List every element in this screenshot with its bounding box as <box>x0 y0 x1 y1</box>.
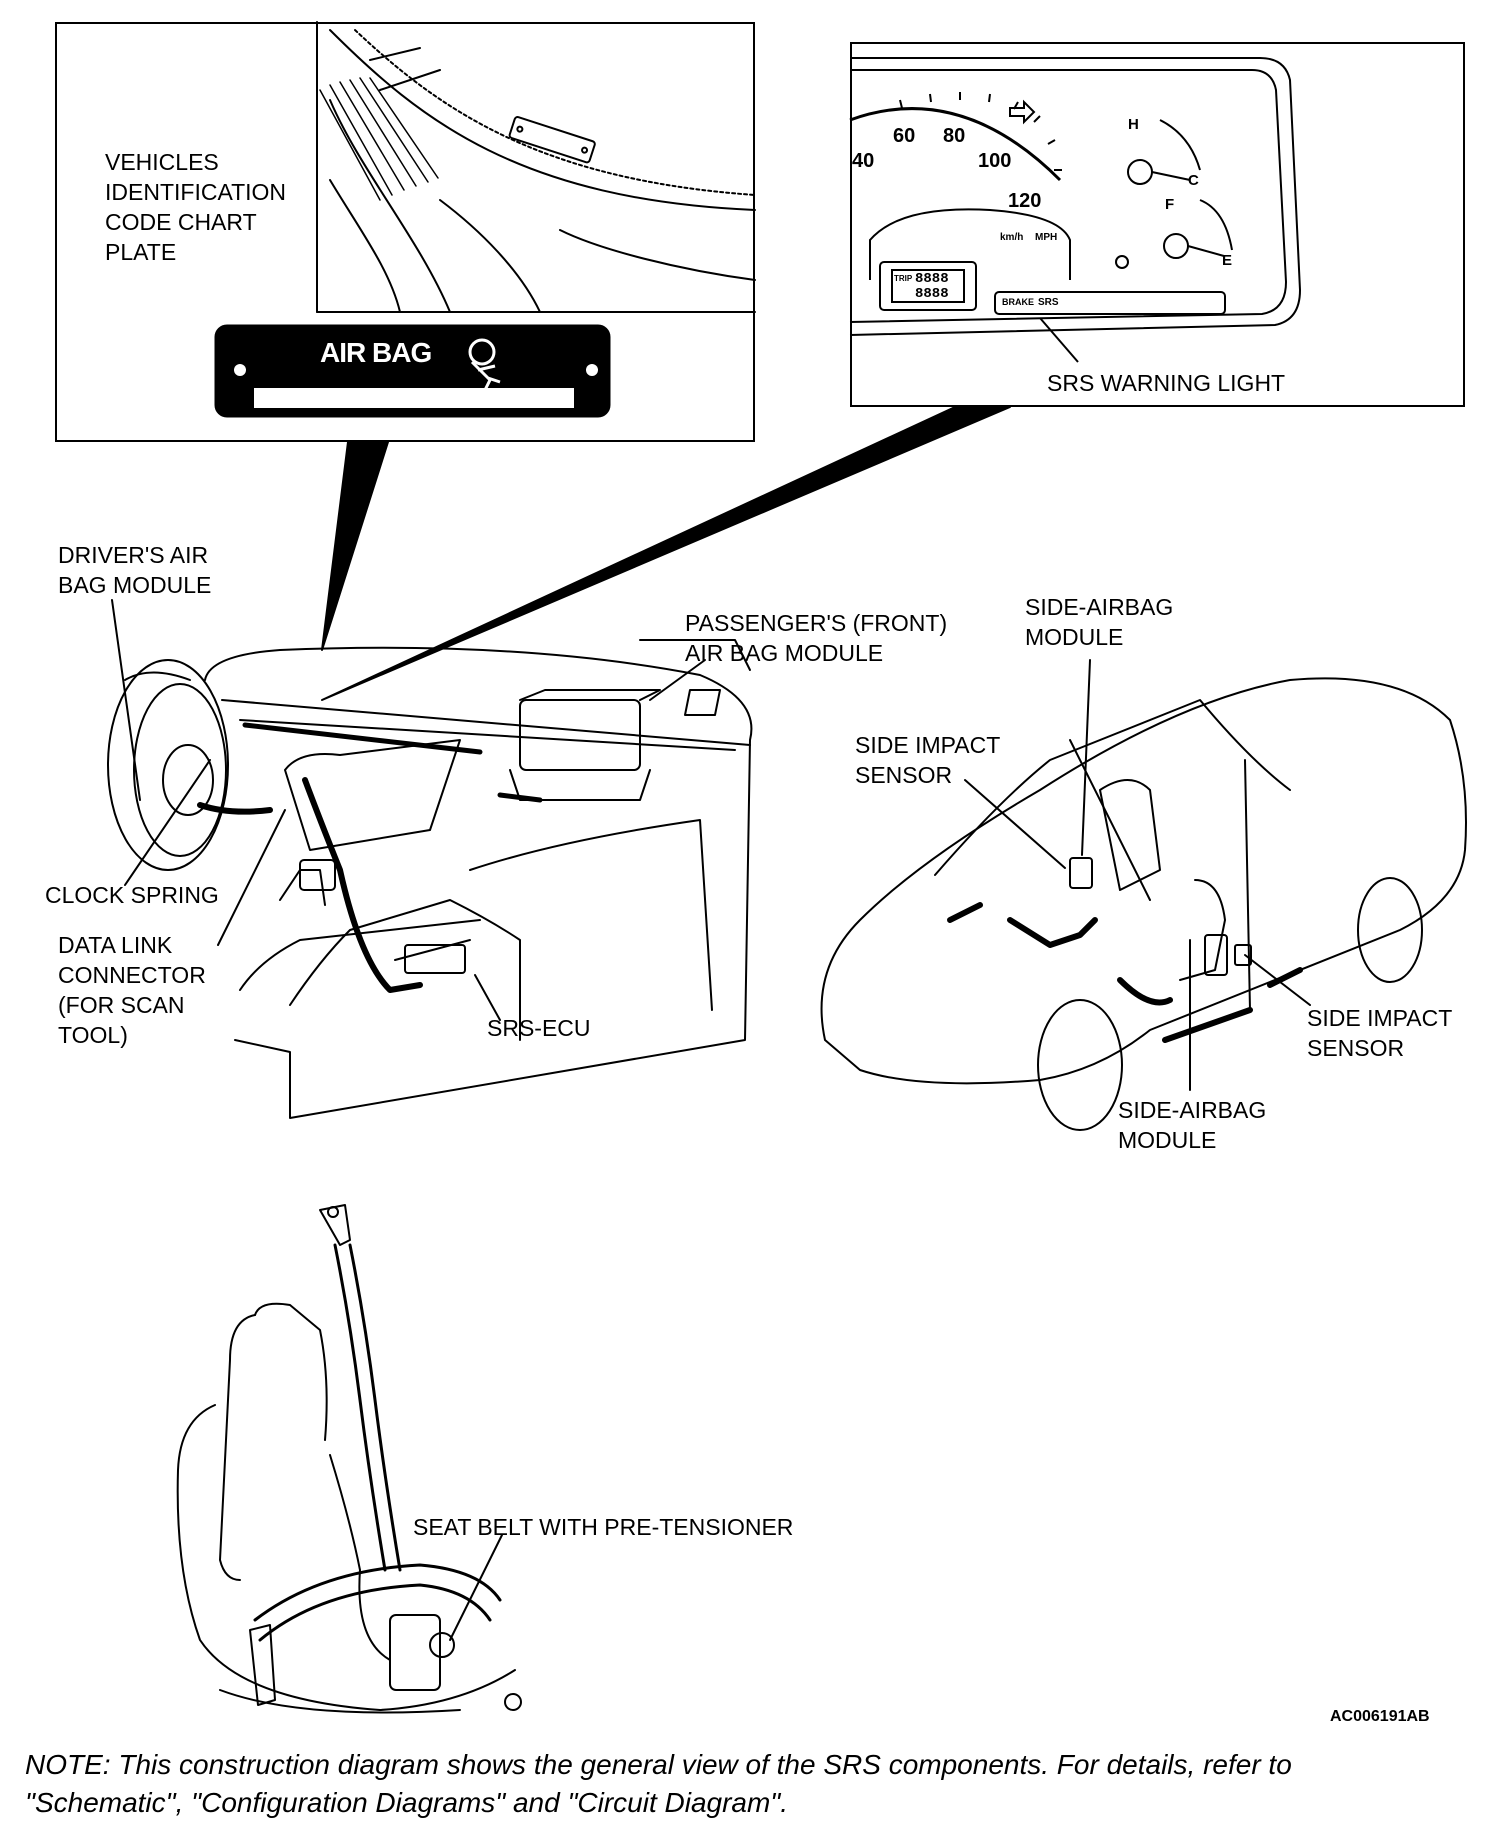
cluster-fuel-f: F <box>1165 196 1175 213</box>
cluster-fuel-e: E <box>1222 252 1233 269</box>
side-airbag-top-label: SIDE-AIRBAG MODULE <box>1025 594 1174 650</box>
srs-ecu-label: SRS-ECU <box>487 1015 591 1041</box>
footnote: NOTE: This construction diagram shows th… <box>25 1749 1292 1818</box>
airbag-pictogram-icon <box>468 338 501 393</box>
side-airbag-bottom-label: SIDE-AIRBAG MODULE <box>1118 1097 1267 1153</box>
cluster-speed-100: 100 <box>978 150 1012 172</box>
cluster-odo-2: 8888 <box>915 286 949 302</box>
cluster-indicator-brake: BRAKE <box>1002 297 1035 307</box>
cluster-indicator-srs: SRS <box>1038 297 1059 308</box>
figure-code: AC006191AB <box>1330 1708 1430 1725</box>
seat-illustration <box>176 1204 522 1714</box>
cluster-speed-120: 120 <box>1008 190 1042 212</box>
vin-plate-label: VEHICLES IDENTIFICATION CODE CHART PLATE <box>105 149 287 265</box>
dashboard-illustration <box>107 599 753 1119</box>
cluster-speed-80: 80 <box>943 125 966 147</box>
srs-warning-light-label: SRS WARNING LIGHT <box>1047 370 1286 396</box>
side-impact-sensor-left-label: SIDE IMPACT SENSOR <box>855 732 1001 788</box>
cluster-speed-40: 40 <box>852 150 875 172</box>
cluster-unit-kmh: km/h <box>1000 232 1024 243</box>
data-link-connector-label: DATA LINK CONNECTOR (FOR SCAN TOOL) <box>58 932 206 1048</box>
cluster-temp-c: C <box>1188 172 1199 189</box>
cluster-speed-60: 60 <box>893 125 916 147</box>
seat-belt-label: SEAT BELT WITH PRE-TENSIONER <box>413 1514 794 1540</box>
turn-signal-icon <box>1009 99 1036 125</box>
cluster-temp-h: H <box>1128 116 1139 133</box>
clock-spring-label: CLOCK SPRING <box>45 882 219 908</box>
cluster-odo-trip: TRIP <box>894 274 913 283</box>
cluster-inset <box>850 42 1465 407</box>
instrument-cluster <box>849 57 1302 363</box>
passenger-air-bag-label: PASSENGER'S (FRONT) AIR BAG MODULE <box>685 610 948 666</box>
airbag-plate <box>214 324 611 418</box>
vin-plate-small <box>508 116 596 164</box>
cluster-odo-1: 8888 <box>915 271 949 287</box>
car-illustration <box>820 659 1467 1131</box>
drivers-air-bag-label: DRIVER'S AIR BAG MODULE <box>58 542 212 598</box>
side-impact-sensor-right-label: SIDE IMPACT SENSOR <box>1307 1005 1453 1061</box>
airbag-plate-label: AIR BAG <box>320 337 432 368</box>
cluster-unit-mph: MPH <box>1035 232 1058 243</box>
